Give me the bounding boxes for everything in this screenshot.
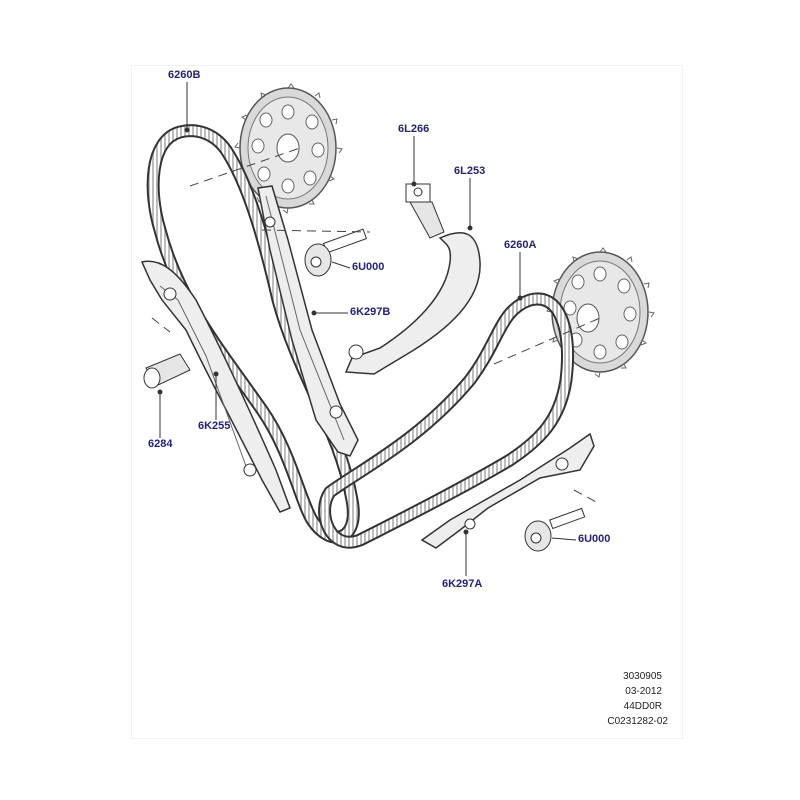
footer-code-2: 44DD0R <box>623 701 662 712</box>
callout-6l266: 6L266 <box>398 123 430 135</box>
callout-6u000-lower: 6U000 <box>578 533 611 545</box>
camshaft-sprocket-upper <box>234 83 343 214</box>
tensioner-arm <box>344 231 481 375</box>
footer-code-1: 3030905 <box>623 671 662 682</box>
callout-6284: 6284 <box>148 438 173 450</box>
callout-6k297a: 6K297A <box>442 578 483 590</box>
timing-chain-primary <box>146 124 360 544</box>
footer-date: 03-2012 <box>625 686 662 697</box>
chain-guide-lower <box>420 432 595 549</box>
tensioner-plunger <box>405 183 445 239</box>
chain-guide-upper <box>257 185 359 457</box>
footer-ref: C0231282-02 <box>607 716 668 727</box>
timing-chain-secondary <box>318 292 574 549</box>
left-tensioner <box>143 353 191 389</box>
callout-6l253: 6L253 <box>454 165 486 177</box>
bolt-lower <box>524 507 586 552</box>
alignment-lines <box>151 147 601 505</box>
callout-6260b: 6260B <box>168 69 201 81</box>
callout-6k297b: 6K297B <box>350 306 391 318</box>
callout-6260a: 6260A <box>504 239 537 251</box>
camshaft-sprocket-right <box>546 247 655 378</box>
bolt-upper <box>304 228 368 277</box>
leader-lines <box>157 82 577 576</box>
callout-6k255: 6K255 <box>198 420 231 432</box>
callout-6u000-upper: 6U000 <box>352 261 385 273</box>
